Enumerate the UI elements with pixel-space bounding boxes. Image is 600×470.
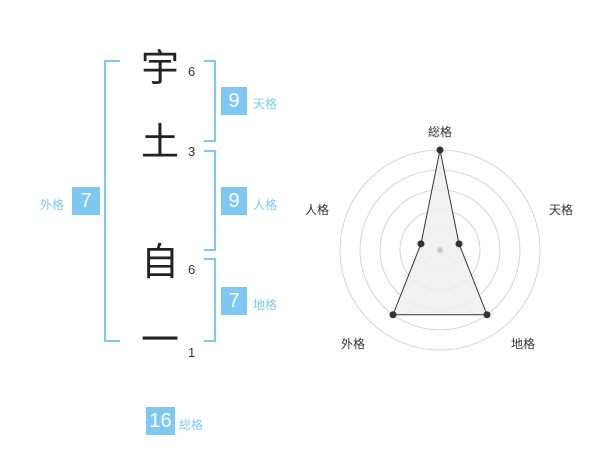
radar-point-3 <box>483 311 491 319</box>
radar-label-tenkaku: 天格 <box>549 203 574 217</box>
chikaku-bracket <box>204 258 216 342</box>
radar-label-gaikaku: 外格 <box>341 337 366 351</box>
jinkaku-label: 人格 <box>253 198 278 212</box>
stroke-count-3: 6 <box>188 262 196 277</box>
stroke-count-1: 6 <box>188 64 196 79</box>
name-char-1: 宇 <box>140 46 179 90</box>
chikaku-label: 地格 <box>253 298 278 312</box>
radar-polygon <box>392 149 488 316</box>
radar-shape <box>389 146 491 319</box>
soukaku-value-box: 16 <box>146 407 175 435</box>
radar-label-chikaku: 地格 <box>511 337 536 351</box>
radar-label-jinkaku: 人格 <box>305 203 330 217</box>
radar-center-point <box>437 247 443 253</box>
jinkaku-value-box: 9 <box>221 187 247 215</box>
gaikaku-bracket <box>104 60 120 342</box>
gaikaku-value-box: 7 <box>72 187 100 215</box>
radar-label-soukaku: 総格 <box>428 125 453 139</box>
name-char-4: 一 <box>140 318 179 362</box>
radar-point-4 <box>389 311 397 319</box>
tenkaku-value-box: 9 <box>221 87 247 115</box>
tenkaku-bracket <box>204 60 216 142</box>
radar-point-1 <box>436 146 444 154</box>
stroke-count-4: 1 <box>188 345 196 360</box>
name-char-3: 自 <box>140 240 179 284</box>
name-char-2: 土 <box>140 120 179 164</box>
radar-point-2 <box>455 240 463 248</box>
tenkaku-label: 天格 <box>253 97 278 111</box>
chikaku-value-box: 7 <box>221 287 247 315</box>
radar-point-5 <box>417 240 425 248</box>
gaikaku-label: 外格 <box>40 198 65 212</box>
jinkaku-bracket <box>204 150 216 251</box>
stroke-count-2: 3 <box>188 144 196 159</box>
soukaku-label: 総格 <box>179 418 204 432</box>
